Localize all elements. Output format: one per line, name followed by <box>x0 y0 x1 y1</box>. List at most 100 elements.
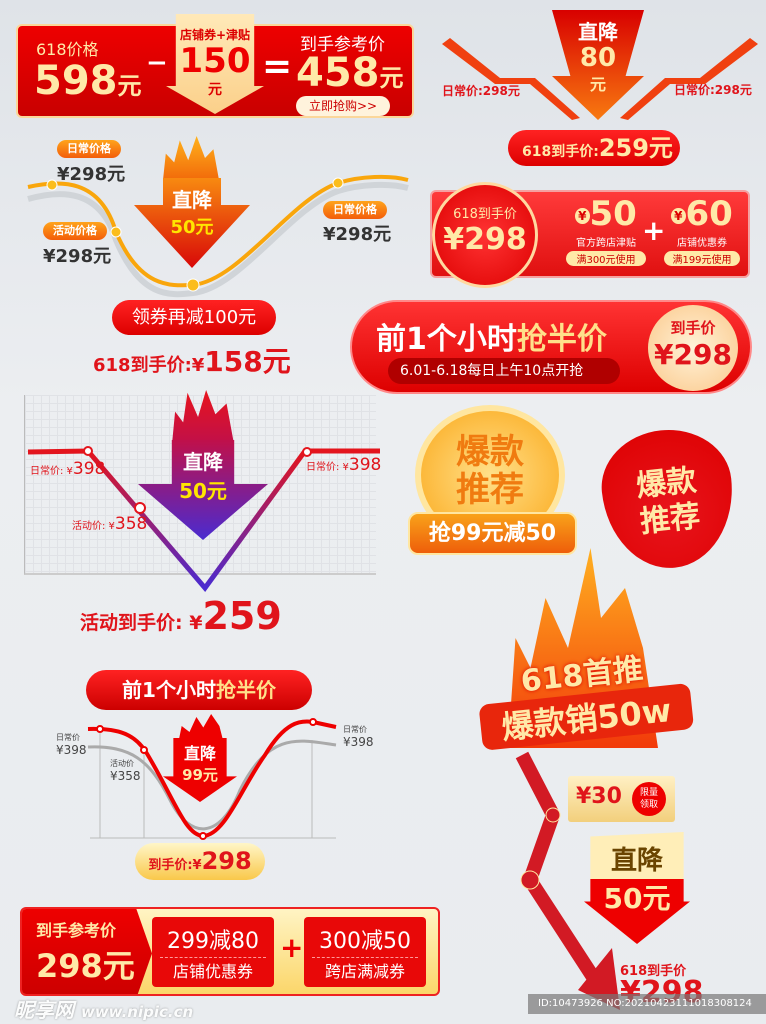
equals-sign: = <box>262 46 293 87</box>
final-price-158: 618到手价:¥158元 <box>93 340 291 380</box>
banner-subtitle: 6.01-6.18每日上午10点开抢 <box>388 358 620 384</box>
plus-sign: + <box>280 931 304 964</box>
final-value: 259元 <box>598 134 673 162</box>
coupon-60: ¥60 店铺优惠券 满199元使用 <box>664 196 740 266</box>
coupon-50: ¥50 官方跨店津贴 满300元使用 <box>566 196 646 266</box>
half-price-title-pill: 前1个小时抢半价 <box>86 670 312 710</box>
yen-icon: ¥ <box>671 207 686 224</box>
price-value: 598 <box>34 58 118 104</box>
label: 日常价 <box>343 725 367 734</box>
circle-label: 到手价 <box>670 319 716 337</box>
final-price-pill-298: 到手价:¥298 <box>135 843 265 880</box>
badge-daily-right: 日常价格 <box>323 201 387 219</box>
bottom: 跨店满减券 <box>312 957 418 982</box>
price-unit: 元 <box>117 72 142 100</box>
value: 398 <box>72 459 106 479</box>
banner-left: 到手参考价 298元 <box>22 909 152 994</box>
arrow-value: 99元 <box>182 766 218 784</box>
price-curve-orange <box>27 174 409 298</box>
final-price-unit: 元 <box>379 64 404 92</box>
circle-price: ¥298 <box>654 338 732 371</box>
daily-price-left: 日常价:298元 <box>442 84 520 98</box>
ribbon-top: 店铺券+津贴 <box>179 28 251 42</box>
final-label: 618到手价: <box>522 144 599 160</box>
value: ¥398 <box>343 735 374 749</box>
arrow-title: 直降 <box>183 744 216 763</box>
arrow-title: 直降 <box>183 450 223 474</box>
value: 298 <box>201 847 252 875</box>
title-white: 前1个小时 <box>122 678 216 702</box>
coupon-60-cond: 满199元使用 <box>664 250 740 266</box>
c3-right-price: 日常价¥398 <box>343 724 374 749</box>
lightning-lines <box>442 38 758 120</box>
daily-price: ¥298元 <box>57 164 126 185</box>
top: 300减50 <box>319 929 411 954</box>
title-white: 前1个小时 <box>376 322 517 357</box>
ribbon-unit: 元 <box>208 82 222 98</box>
drop-unit: 元 <box>589 75 606 94</box>
value: ¥358 <box>110 769 141 783</box>
active-price: ¥298元 <box>43 246 112 267</box>
daily-price-right: 日常价:298元 <box>674 83 752 97</box>
arrow-title: 直降 <box>610 846 663 876</box>
coupon-50-cond: 满300元使用 <box>566 250 646 266</box>
arrow-title: 直降 <box>172 188 212 212</box>
final-label: 到手参考价 <box>300 35 385 55</box>
label: 到手价:¥ <box>148 858 202 873</box>
value: 50 <box>589 194 637 234</box>
label: 活动价 <box>110 759 134 768</box>
line2: 推荐 <box>456 470 524 510</box>
coupon-50-value: ¥50 <box>566 196 646 234</box>
coupon-value: ¥30 <box>576 784 622 809</box>
final-price-259: 活动到手价: ¥259 <box>80 594 282 638</box>
ribbon-value: 150 <box>179 41 251 81</box>
top: 299减80 <box>167 929 259 954</box>
label: 活动到手价: ¥ <box>80 612 203 634</box>
coupon-pill: 领券再减100元 <box>112 300 276 335</box>
bottom-coupon-banner: 到手参考价 298元 299减80 店铺优惠券 + 300减50 跨店满减券 <box>20 907 440 996</box>
badge-daily: 日常价格 <box>57 140 121 158</box>
final-value: 158元 <box>204 345 291 378</box>
label: 到手参考价 <box>36 921 117 940</box>
label: 日常价: ¥ <box>30 466 73 477</box>
drop-50-gold-arrow: 直降 50元 <box>584 832 690 944</box>
label: 活动价: ¥ <box>72 521 115 532</box>
buy-now-button[interactable]: 立即抢购>> <box>296 96 390 116</box>
value: 398 <box>348 455 382 475</box>
arrow-value: 50元 <box>603 882 671 915</box>
banner-label: 618价格 <box>36 40 99 59</box>
coupon-300-50: 300减50 跨店满减券 <box>304 917 426 987</box>
label: 日常价: ¥ <box>306 462 349 473</box>
title-gold: 抢半价 <box>516 322 607 357</box>
title-gold: 抢半价 <box>215 678 276 702</box>
limited-tag-flame: 限量领取 <box>632 782 666 816</box>
badge-active: 活动价格 <box>43 222 107 240</box>
price: 298元 <box>36 947 135 985</box>
coupon-50-name: 官方跨店津贴 <box>576 237 636 249</box>
watermark-logo: 昵享网 www.nipic.cn <box>14 994 193 1023</box>
final-label: 618到手价:¥ <box>93 355 205 376</box>
bottom: 店铺优惠券 <box>160 957 266 982</box>
value: ¥398 <box>56 743 87 757</box>
value: 259 <box>202 594 282 638</box>
yen-icon: ¥ <box>575 207 590 224</box>
banner-title: 前1个小时抢半价 <box>376 314 607 358</box>
url-text: www.nipic.cn <box>80 1003 194 1021</box>
line1: 爆款 <box>456 432 524 472</box>
circle-price: ¥298 <box>443 222 527 257</box>
watermark-id-bar: ID:10473926 NO:20210423111018308124 <box>528 994 766 1014</box>
daily-price-right: ¥298元 <box>323 224 392 245</box>
logo-text: 昵享网 <box>14 998 74 1022</box>
zigzag-final-label: 618到手价 <box>620 964 687 979</box>
value: 60 <box>685 194 733 234</box>
drop-value: 80 <box>579 43 617 73</box>
half-price-circle: 到手价 ¥298 <box>648 305 738 391</box>
minus-sign: − <box>146 48 168 78</box>
label: 日常价 <box>56 733 80 742</box>
arrow-value: 50元 <box>170 217 214 238</box>
gold-badge-pill: 抢99元减50 <box>408 512 577 555</box>
coupon-299-80: 299减80 店铺优惠券 <box>152 917 274 987</box>
drop-title: 直降 <box>578 20 618 44</box>
plus-sign: + <box>642 214 666 247</box>
price-curve-red <box>87 718 337 840</box>
